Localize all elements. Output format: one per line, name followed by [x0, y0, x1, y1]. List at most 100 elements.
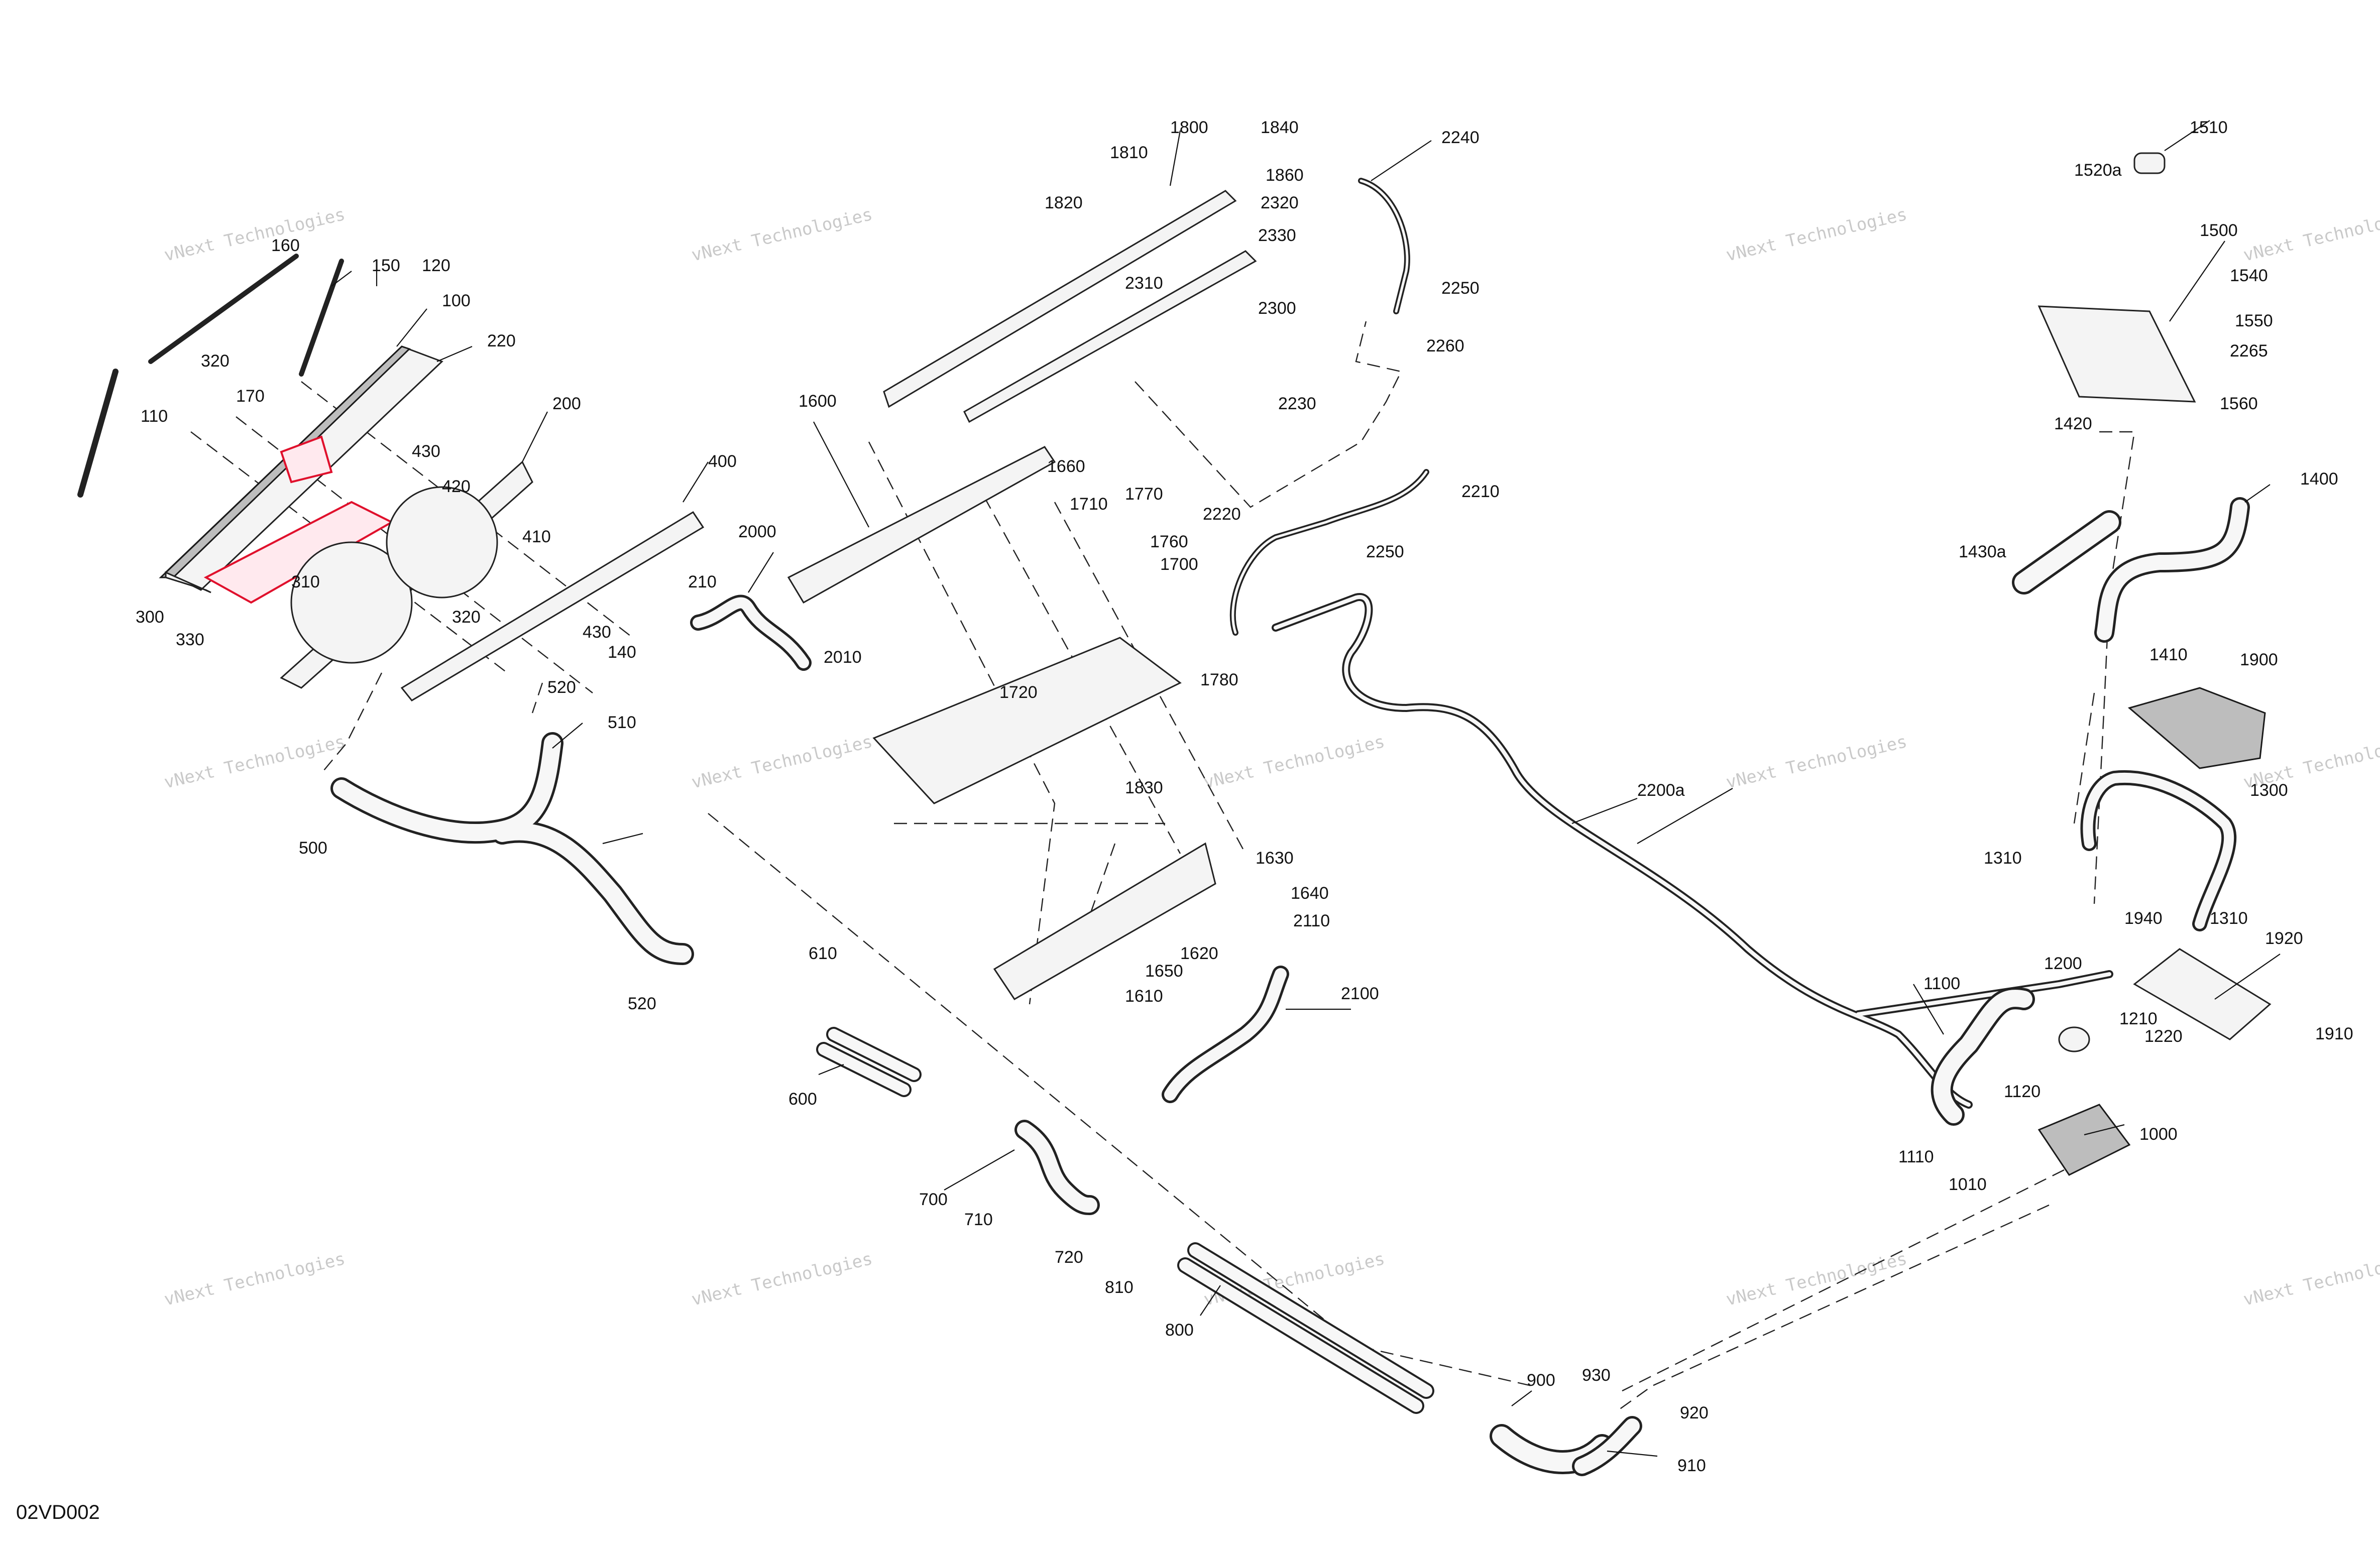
coolant-tank[interactable] [2037, 152, 2196, 403]
module-1610-body[interactable] [993, 842, 1216, 1001]
line-2200a[interactable] [1272, 593, 2113, 1109]
callout-2320[interactable]: 2320 [1261, 193, 1299, 212]
coolant-cap-1510[interactable] [2133, 152, 2166, 174]
callout-1770[interactable]: 1770 [1125, 485, 1163, 504]
tray-1700-body[interactable] [872, 637, 1182, 804]
callout-700[interactable]: 700 [919, 1190, 948, 1209]
callout-310[interactable]: 310 [291, 572, 320, 591]
callout-1810[interactable]: 1810 [1110, 143, 1148, 162]
hose-1300[interactable] [2080, 770, 2237, 931]
callout-1630[interactable]: 1630 [1256, 849, 1294, 868]
callout-1780[interactable]: 1780 [1200, 670, 1238, 689]
part-1600[interactable] [787, 446, 1056, 604]
callout-900[interactable]: 900 [1527, 1371, 1555, 1390]
valve-1910[interactable] [2133, 948, 2272, 1040]
callout-2250b[interactable]: 2250 [1366, 542, 1404, 561]
callout-1720[interactable]: 1720 [999, 683, 1038, 702]
rails[interactable] [883, 190, 1257, 423]
hoses-1100-1200[interactable] [1931, 987, 2090, 1126]
callout-220[interactable]: 220 [487, 331, 516, 350]
radiator-bracket[interactable] [400, 511, 705, 701]
callout-1510[interactable]: 1510 [2190, 118, 2228, 137]
fan-right[interactable] [386, 486, 498, 599]
callout-320b[interactable]: 320 [452, 608, 481, 627]
callout-400[interactable]: 400 [708, 452, 737, 471]
callout-2220[interactable]: 2220 [1203, 505, 1241, 524]
bracket-body[interactable] [400, 511, 705, 701]
tube-800[interactable] [1177, 1242, 1434, 1414]
callout-810[interactable]: 810 [1105, 1278, 1134, 1297]
callout-2000[interactable]: 2000 [738, 522, 776, 541]
callout-1900[interactable]: 1900 [2240, 650, 2278, 669]
callout-1910[interactable]: 1910 [2315, 1024, 2353, 1043]
hose-500[interactable] [330, 732, 694, 965]
callout-120[interactable]: 120 [422, 256, 450, 275]
callout-910[interactable]: 910 [1677, 1456, 1706, 1475]
callout-520a[interactable]: 520 [547, 678, 576, 697]
callout-430a[interactable]: 430 [412, 442, 440, 461]
callout-520b[interactable]: 520 [628, 994, 656, 1013]
callout-1610[interactable]: 1610 [1125, 987, 1163, 1006]
callout-1940[interactable]: 1940 [2124, 909, 2163, 928]
callout-800[interactable]: 800 [1165, 1321, 1194, 1340]
callout-1300[interactable]: 1300 [2250, 781, 2288, 800]
callout-930[interactable]: 930 [1582, 1366, 1611, 1385]
callout-1000[interactable]: 1000 [2139, 1125, 2178, 1144]
callout-1500[interactable]: 1500 [2200, 221, 2238, 240]
callout-1620[interactable]: 1620 [1180, 944, 1218, 963]
tray-1700[interactable] [872, 637, 1182, 804]
valve-1910-body[interactable] [2133, 948, 2272, 1040]
callout-610[interactable]: 610 [809, 944, 837, 963]
callout-1860[interactable]: 1860 [1266, 166, 1304, 185]
callout-1310b[interactable]: 1310 [2210, 909, 2248, 928]
part-1600-body[interactable] [787, 446, 1056, 604]
callout-140[interactable]: 140 [608, 643, 636, 662]
hose-2100[interactable] [1162, 966, 1289, 1103]
callout-1310a[interactable]: 1310 [1984, 849, 2022, 868]
callout-510[interactable]: 510 [608, 713, 636, 732]
callout-110[interactable]: 110 [141, 407, 168, 426]
callout-420[interactable]: 420 [442, 477, 471, 496]
callout-2310[interactable]: 2310 [1125, 274, 1163, 293]
callout-2265[interactable]: 2265 [2230, 341, 2268, 361]
fan-assembly[interactable] [280, 460, 533, 689]
foam-strip-160[interactable] [148, 254, 299, 364]
callout-160[interactable]: 160 [271, 236, 300, 255]
callout-1700[interactable]: 1700 [1160, 555, 1198, 574]
callout-1010[interactable]: 1010 [1949, 1175, 1987, 1194]
callout-1210[interactable]: 1210 [2119, 1009, 2158, 1028]
hose-1200-end[interactable] [2058, 1026, 2090, 1052]
radiator-assembly[interactable] [77, 254, 443, 604]
cover-1900[interactable] [2127, 687, 2266, 769]
callout-1540[interactable]: 1540 [2230, 266, 2268, 285]
callout-1650[interactable]: 1650 [1145, 962, 1183, 981]
callout-150[interactable]: 150 [372, 256, 400, 275]
callout-1100[interactable]: 1100 [1923, 974, 1960, 993]
callout-1400[interactable]: 1400 [2300, 469, 2338, 489]
tube-600[interactable] [816, 1027, 922, 1097]
hose-900[interactable] [1490, 1416, 1642, 1476]
callout-720[interactable]: 720 [1055, 1248, 1083, 1267]
callout-2260[interactable]: 2260 [1426, 336, 1464, 355]
callout-2330[interactable]: 2330 [1258, 226, 1296, 245]
module-1610[interactable] [993, 842, 1216, 1001]
seal-highlighted[interactable] [280, 435, 333, 484]
hose-700[interactable] [1014, 1120, 1100, 1215]
callout-1660[interactable]: 1660 [1047, 457, 1085, 476]
thermostat-1000[interactable] [2037, 1104, 2131, 1176]
callout-1800[interactable]: 1800 [1170, 118, 1208, 137]
callout-600[interactable]: 600 [788, 1090, 817, 1109]
callout-2210[interactable]: 2210 [1461, 482, 1500, 501]
callout-410[interactable]: 410 [522, 527, 551, 546]
callout-1430a[interactable]: 1430a [1959, 542, 2006, 561]
callout-1710[interactable]: 1710 [1070, 495, 1108, 514]
callout-2300[interactable]: 2300 [1258, 299, 1296, 318]
callout-170[interactable]: 170 [236, 387, 265, 406]
hose-2000[interactable] [690, 595, 812, 671]
callout-2200a[interactable]: 2200a [1637, 781, 1685, 800]
lines-2210-2240[interactable] [1229, 178, 1429, 636]
callout-920[interactable]: 920 [1680, 1403, 1709, 1422]
callout-1520a[interactable]: 1520a [2074, 161, 2122, 180]
callout-100[interactable]: 100 [442, 291, 471, 310]
callout-1560[interactable]: 1560 [2220, 394, 2258, 413]
